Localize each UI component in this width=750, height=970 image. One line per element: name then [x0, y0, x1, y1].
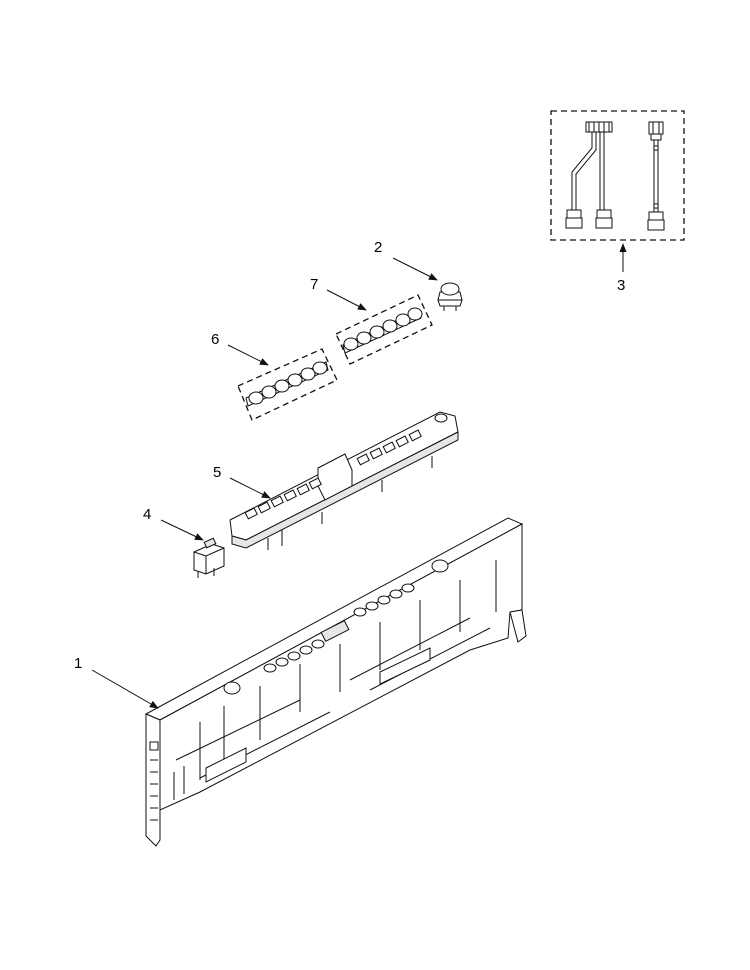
part-3-wire-harnesses[interactable]: 3	[550, 110, 685, 294]
callout-7-label: 7	[310, 276, 318, 293]
part-6-button-strip[interactable]: 6	[211, 331, 338, 421]
console-button-holes-right	[353, 559, 449, 617]
callout-2-label: 2	[374, 239, 382, 256]
part-5-key-row-right	[356, 429, 422, 466]
part-5-key-row-left	[244, 477, 322, 520]
callout-3-label: 3	[617, 277, 625, 294]
callout-2-arrow	[392, 257, 438, 281]
callout-1-arrow	[91, 669, 159, 709]
callout-4-arrow	[160, 519, 204, 541]
part-6-dashed-outline	[237, 348, 338, 421]
part-5-switch-housing[interactable]: 5	[213, 411, 459, 550]
part-7-keys	[343, 307, 423, 351]
part-6-keys	[248, 361, 328, 405]
callout-5-label: 5	[213, 464, 221, 481]
callout-6-arrow	[227, 344, 269, 366]
console-left-comb	[149, 741, 159, 821]
callout-1-label: 1	[74, 655, 82, 672]
callout-6-label: 6	[211, 331, 219, 348]
part-7-button-strip[interactable]: 7	[310, 276, 433, 365]
callout-5-arrow	[229, 477, 271, 499]
harness-left	[565, 121, 613, 229]
part-1-control-console[interactable]: 1	[74, 517, 527, 847]
harness-right	[647, 121, 665, 231]
part-2-button[interactable]: 2	[374, 239, 463, 311]
part-4-connector[interactable]: 4	[143, 506, 225, 578]
callout-4-label: 4	[143, 506, 151, 523]
part-7-dashed-outline	[335, 294, 433, 365]
console-button-holes-left	[223, 639, 325, 695]
callout-7-arrow	[326, 289, 367, 311]
